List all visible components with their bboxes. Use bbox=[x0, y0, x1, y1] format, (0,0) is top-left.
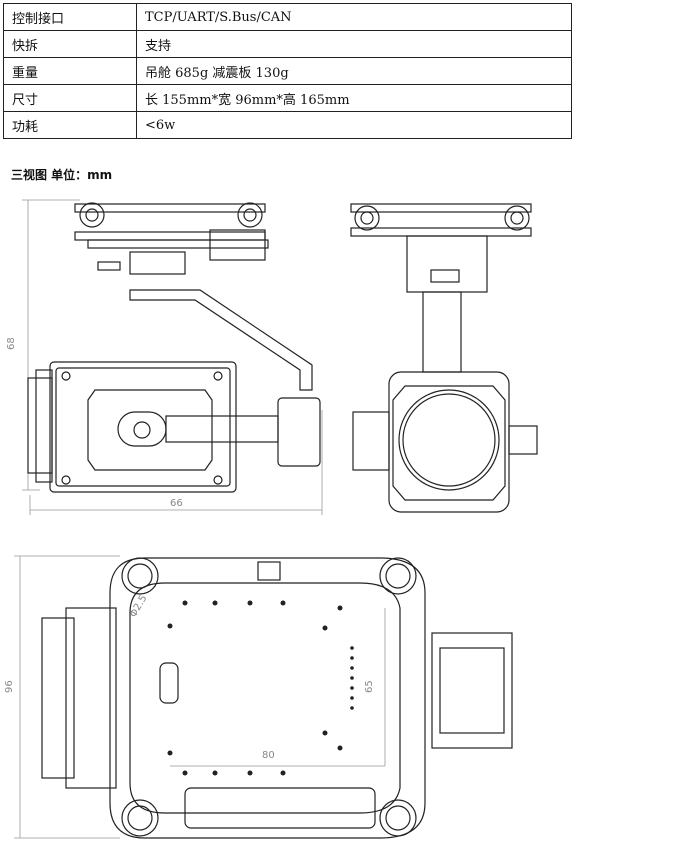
spec-row: 尺寸 长 155mm*宽 96mm*高 165mm bbox=[3, 84, 572, 112]
dim-hole-spacing-x: 80 bbox=[262, 750, 275, 761]
spec-key: 快拆 bbox=[3, 30, 137, 58]
side-view-drawing: 68 66 bbox=[6, 199, 323, 515]
spec-key: 重量 bbox=[3, 57, 137, 85]
front-view-drawing bbox=[350, 203, 538, 513]
section-title: 三视图 单位：mm bbox=[11, 168, 113, 182]
spec-key: 功耗 bbox=[3, 111, 137, 139]
spec-value: 吊舱 685g 减震板 130g bbox=[136, 57, 572, 85]
spec-row: 功耗 <6w bbox=[3, 111, 572, 139]
top-view-drawing: 96 Φ2.5 80 65 bbox=[4, 555, 513, 839]
spec-row: 快拆 支持 bbox=[3, 30, 572, 58]
spec-row: 控制接口 TCP/UART/S.Bus/CAN bbox=[3, 3, 572, 31]
spec-row: 重量 吊舱 685g 减震板 130g bbox=[3, 57, 572, 85]
spec-value: 长 155mm*宽 96mm*高 165mm bbox=[136, 84, 572, 112]
dim-top-height: 96 bbox=[4, 680, 15, 693]
spec-value: <6w bbox=[136, 111, 572, 139]
spec-key: 尺寸 bbox=[3, 84, 137, 112]
dim-side-height: 68 bbox=[6, 337, 17, 350]
spec-value: 支持 bbox=[136, 30, 572, 58]
spec-table: 控制接口 TCP/UART/S.Bus/CAN 快拆 支持 重量 吊舱 685g… bbox=[3, 3, 572, 139]
dim-side-width: 66 bbox=[170, 498, 183, 509]
dim-hole-diameter: Φ2.5 bbox=[128, 593, 149, 619]
spec-value: TCP/UART/S.Bus/CAN bbox=[136, 3, 572, 31]
spec-key: 控制接口 bbox=[3, 3, 137, 31]
dim-hole-spacing-y: 65 bbox=[364, 680, 375, 693]
